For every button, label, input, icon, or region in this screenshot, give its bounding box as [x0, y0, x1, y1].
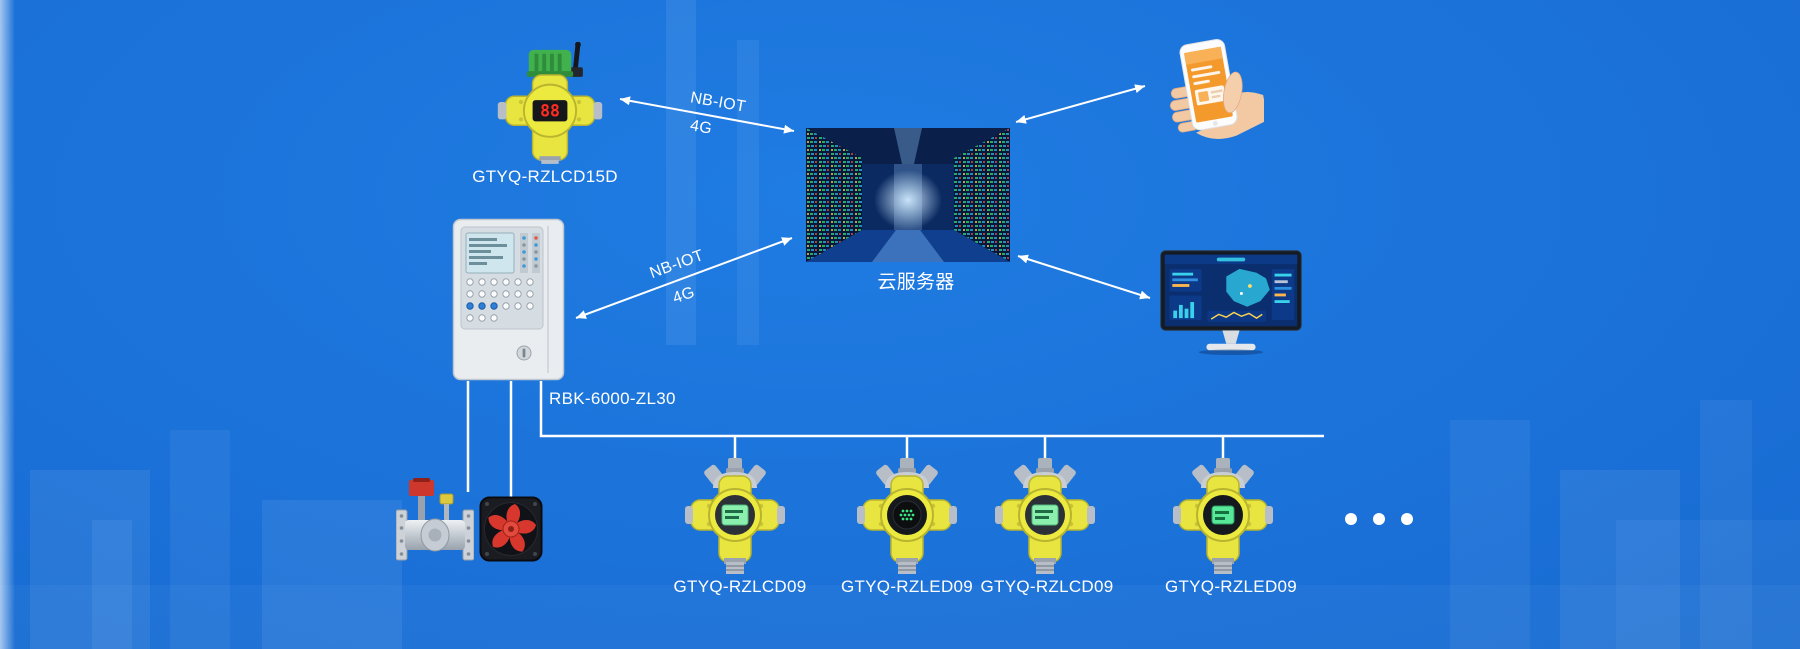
link-detector15d-cloud	[619, 96, 795, 134]
gas-detector-lcd-icon	[685, 458, 785, 575]
more-devices-dot	[1345, 513, 1357, 525]
mobile-app-hand-phone-icon	[1169, 38, 1264, 139]
cloud-server-image	[806, 128, 1010, 262]
exhaust-fan-icon	[479, 496, 543, 562]
more-devices-dot	[1373, 513, 1385, 525]
detector-led-readout: 88	[540, 102, 560, 121]
detector-label: GTYQ-RZLED09	[840, 577, 974, 596]
gas-detector-led-icon	[857, 458, 957, 575]
link-controller-cloud	[575, 237, 793, 319]
monitoring-pc-icon	[1160, 250, 1302, 356]
more-devices-dot	[1401, 513, 1413, 525]
wireless-detector-label: GTYQ-RZLCD15D	[472, 167, 618, 186]
solenoid-valve-icon	[396, 478, 474, 561]
wireless-gas-detector-icon: 88	[497, 42, 603, 164]
detector-label: GTYQ-RZLCD09	[673, 577, 807, 596]
alarm-controller-icon	[452, 218, 565, 381]
link-cloud-phone	[1015, 84, 1146, 124]
gas-detector-led-icon	[1173, 458, 1273, 575]
controller-label: RBK-6000-ZL30	[549, 389, 676, 408]
detector-label: GTYQ-RZLCD09	[980, 577, 1114, 596]
link-cloud-monitor	[1017, 254, 1151, 300]
cloud-server-label: 云服务器	[877, 272, 955, 293]
gas-detector-lcd-icon	[995, 458, 1095, 575]
detector-label: GTYQ-RZLED09	[1164, 577, 1298, 596]
